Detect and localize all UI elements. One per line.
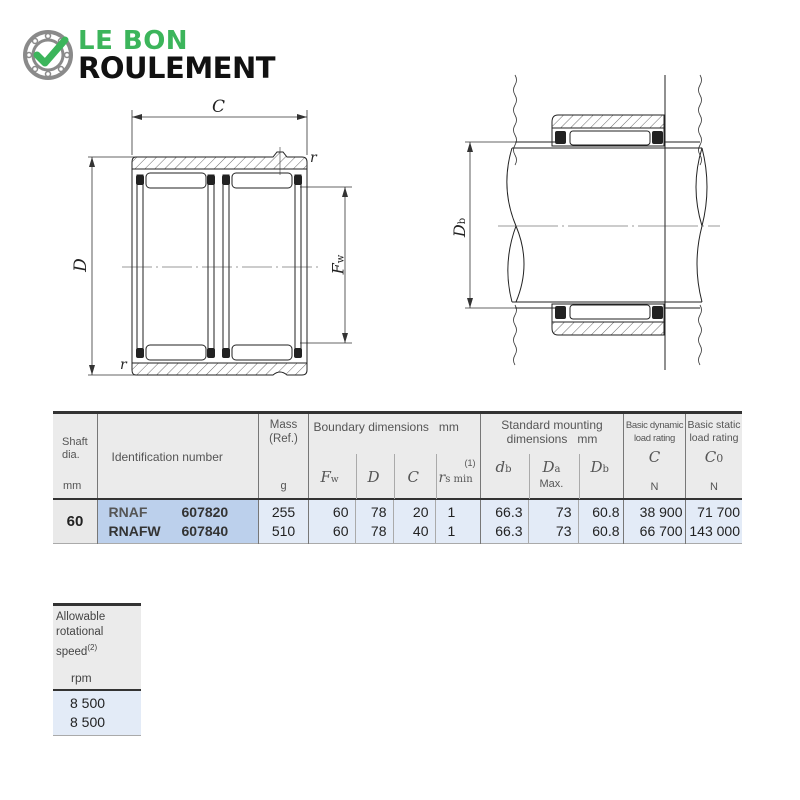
label-db: Db	[450, 217, 470, 238]
c-values: 20 40	[392, 498, 435, 544]
static-load-values: 71 700 143 000	[684, 498, 742, 544]
speed-value-row1: 8 500	[70, 695, 106, 711]
header-mass: Mass(Ref.) g	[257, 412, 308, 498]
rs-values: 1 1	[434, 498, 480, 544]
speed-header: Allowable rotational speed(2) rpm	[53, 603, 141, 689]
brand-logo: LE BON ROULEMENT	[22, 26, 302, 85]
row1-series: RNAF	[108, 503, 148, 520]
header-rs-min: rs min	[438, 470, 473, 486]
mass-values: 255 510	[257, 498, 308, 544]
label-d: D	[70, 258, 91, 272]
fw-values: 60 60	[307, 498, 355, 544]
allowable-speed-table: Allowable rotational speed(2) rpm 8 500 …	[53, 603, 141, 736]
logo-text-line2: ROULEMENT	[78, 51, 276, 85]
identification-values: RNAF 607820 RNAFW 607840	[96, 498, 258, 544]
logo-text-line1: LE BON	[78, 26, 189, 56]
table-data-block: 60 RNAF 607820 RNAFW 607840 255 510 60 6…	[53, 498, 742, 544]
header-da: Da	[542, 458, 561, 476]
header-identification: Identification number	[96, 412, 258, 498]
db-values: 66.3 66.3	[479, 498, 528, 544]
Db-values: 60.8 60.8	[577, 498, 623, 544]
speed-value-row2: 8 500	[70, 714, 106, 730]
row1-number: 607820	[181, 503, 229, 520]
bearing-check-icon	[23, 30, 73, 80]
shaft-dia-value: 60	[53, 498, 97, 544]
mounting-drawing: Db	[440, 70, 740, 370]
label-r-top: r	[310, 150, 317, 166]
label-c: C	[212, 97, 226, 117]
header-fw: Fw	[320, 468, 339, 486]
da-values: 73 73	[527, 498, 578, 544]
label-r-bottom: r	[120, 357, 127, 373]
header-c: C	[407, 468, 419, 486]
header-d: D	[367, 468, 380, 486]
label-fw: Fw	[328, 254, 348, 275]
d-values: 78 78	[354, 498, 393, 544]
header-boundary-dimensions: Boundary dimensions mm Fw D C (1) rs min	[307, 412, 480, 499]
dynamic-load-values: 38 900 66 700	[622, 498, 685, 544]
header-Db: Db	[590, 458, 609, 476]
row2-number: 607840	[181, 522, 229, 539]
bearing-section-drawing: C D Fw r r	[60, 95, 370, 385]
header-db: db	[495, 458, 512, 476]
row2-series: RNAFW	[108, 522, 161, 539]
speed-values: 8 500 8 500	[53, 689, 141, 736]
